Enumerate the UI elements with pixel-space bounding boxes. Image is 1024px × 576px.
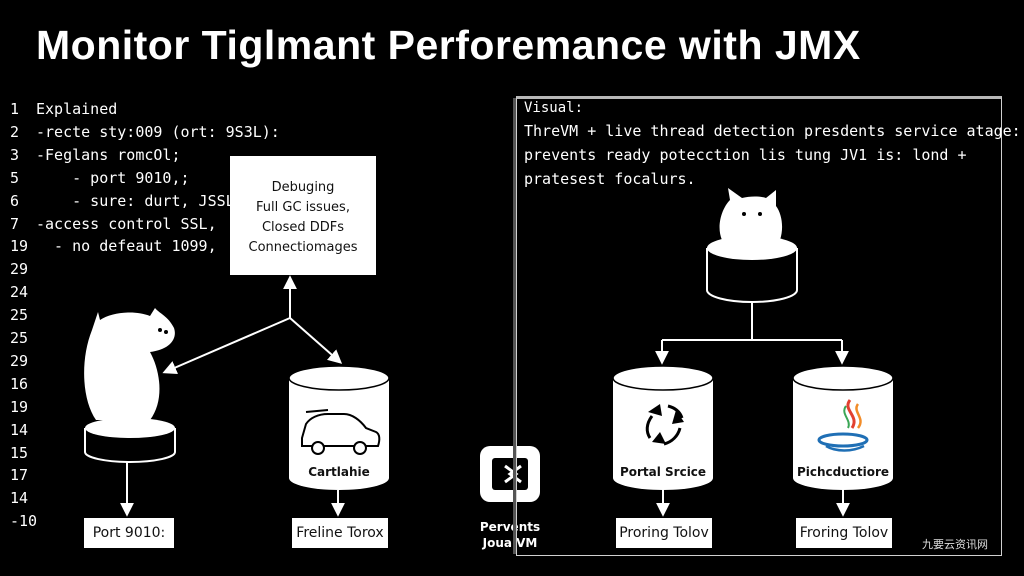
froring-label-box: Froring Tolov (796, 518, 892, 548)
code-text: - no defeaut 1099, (36, 237, 217, 256)
database-cylinder-java (792, 365, 894, 490)
code-line: 15 (10, 442, 36, 464)
java-icon (817, 399, 869, 452)
app-caption-line: Pervents (479, 520, 541, 534)
code-line: 5 - port 9010,; (10, 167, 190, 189)
line-number: -10 (10, 512, 38, 531)
panel-label: Visual: (524, 100, 584, 116)
code-line: 14 (10, 487, 36, 509)
line-number: 14 (10, 489, 29, 508)
callout-line: Debuging (271, 180, 335, 195)
database-cylinder-portal (612, 365, 714, 490)
code-line: 6 - sure: durt, JSSL (10, 190, 235, 212)
line-number: 14 (10, 420, 29, 439)
code-text: -Feglans romcOl; (36, 145, 181, 164)
code-line: 25 (10, 327, 36, 349)
code-line: 3 -Feglans romcOl; (10, 144, 181, 166)
panel-text-line: ThreVM + live thread detection presdents… (524, 122, 1021, 140)
line-number: 6 (10, 191, 20, 210)
debugging-callout: Debuging Full GC issues, Closed DDFs Con… (230, 156, 376, 275)
line-number: 24 (10, 283, 29, 302)
code-line: 16 (10, 373, 36, 395)
database-cylinder-left (288, 365, 390, 490)
panel-text-line: pratesest focalurs. (524, 170, 696, 188)
code-line: 19 (10, 396, 36, 418)
code-line: 17 (10, 464, 36, 486)
code-text: Explained (36, 100, 118, 118)
freline-label-box: Freline Torox (292, 518, 388, 548)
callout-connector (162, 275, 343, 374)
line-number: 1 (10, 100, 20, 118)
app-caption-line: JoualVM (482, 536, 538, 550)
callout-line: Closed DDFs (261, 220, 345, 235)
code-line: 19 - no defeaut 1099, (10, 235, 217, 257)
port-label-box: Port 9010: (84, 518, 174, 548)
code-line: 1 Explained (10, 98, 117, 120)
code-text: -access control SSL, (36, 214, 217, 233)
code-line: 29 (10, 258, 36, 280)
car-icon (301, 409, 381, 455)
line-number: 29 (10, 260, 29, 279)
line-number: 17 (10, 466, 29, 485)
code-line: 25 (10, 304, 36, 326)
code-line: 24 (10, 281, 36, 303)
cat-mascot-left (84, 308, 175, 420)
line-number: 7 (10, 214, 20, 233)
proring-label-box: Proring Tolov (616, 518, 712, 548)
cartlahie-label: Cartlahie (308, 465, 370, 479)
line-number: 19 (10, 237, 29, 256)
line-number: 3 (10, 145, 20, 164)
line-number: 19 (10, 397, 29, 416)
page-title: Monitor Tiglmant Perforemance with JMX (36, 22, 861, 68)
code-line: 7 -access control SSL, (10, 213, 217, 235)
callout-line: Connectiomages (248, 240, 358, 255)
code-line: 14 (10, 419, 36, 441)
code-line: 29 (10, 350, 36, 372)
portal-service-label: Portal Srcice (619, 465, 707, 479)
database-cylinder-top (706, 236, 798, 303)
line-number: 16 (10, 374, 29, 393)
app-caption: Pervents JoualVM (470, 519, 550, 551)
line-number: 2 (10, 122, 20, 141)
line-number: 5 (10, 168, 20, 187)
code-line: -10 (10, 510, 38, 532)
visualvm-app-icon (480, 446, 540, 502)
code-text: -recte sty:009 (ort: 9S3L): (36, 122, 280, 141)
platform-left (84, 418, 176, 463)
line-number: 29 (10, 351, 29, 370)
pichcductiore-label: Pichcductiore (796, 465, 890, 479)
recycle-icon (645, 404, 684, 446)
callout-line: Full GC issues, (256, 200, 350, 215)
code-text: - sure: durt, JSSL (36, 191, 235, 210)
line-number: 25 (10, 329, 29, 347)
line-number: 15 (10, 443, 29, 462)
watermark: 九要云资讯网 (922, 538, 988, 551)
line-number: 25 (10, 306, 29, 325)
code-line: 2 -recte sty:009 (ort: 9S3L): (10, 121, 280, 143)
top-connector (655, 302, 849, 365)
cat-mascot-right (719, 188, 783, 240)
code-text: - port 9010,; (36, 168, 190, 187)
panel-text-line: prevents ready potecction lis tung JV1 i… (524, 146, 967, 164)
visual-panel (516, 96, 1002, 556)
